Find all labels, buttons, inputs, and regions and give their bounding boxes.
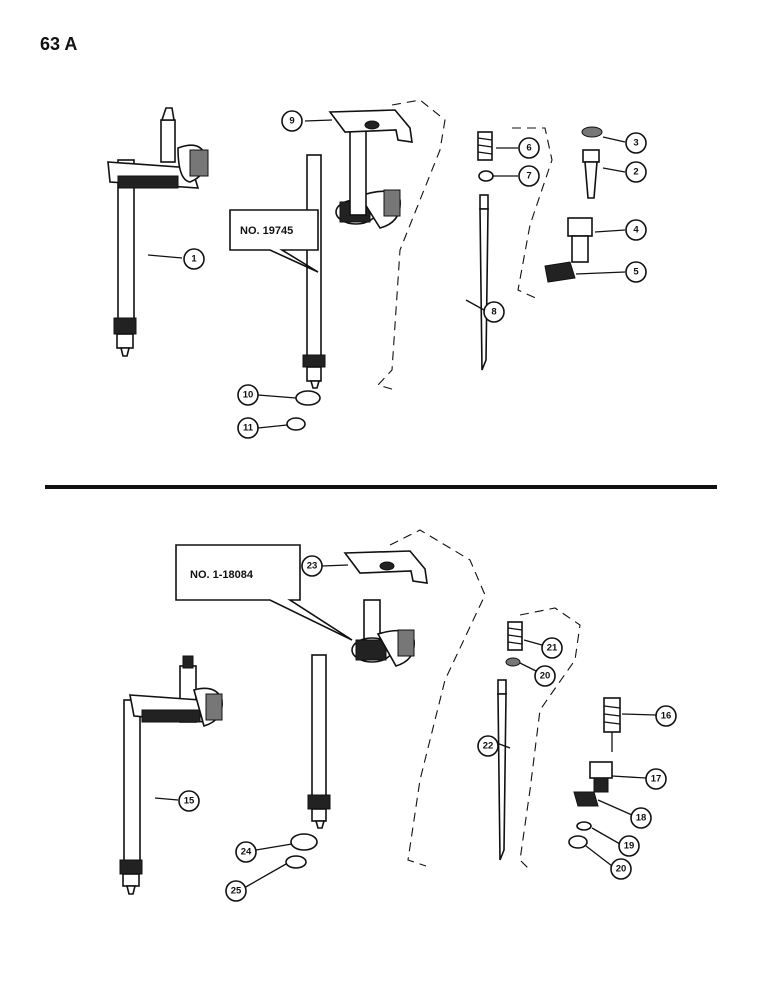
svg-text:24: 24 — [241, 847, 252, 858]
label-21: 21 — [541, 637, 563, 659]
callout-label-top: NO. 19745 — [240, 225, 293, 237]
washer-part-7 — [478, 170, 494, 182]
svg-text:22: 22 — [483, 741, 494, 752]
svg-text:15: 15 — [184, 796, 195, 807]
svg-text:21: 21 — [547, 643, 558, 654]
washer-part-20a — [505, 657, 521, 667]
label-2: 2 — [625, 161, 647, 183]
svg-text:2: 2 — [633, 167, 638, 178]
nut-part-4 — [567, 217, 593, 263]
spring-part-6 — [477, 131, 493, 161]
spring-part-21 — [507, 621, 523, 651]
svg-text:6: 6 — [526, 143, 531, 154]
label-4: 4 — [625, 219, 647, 241]
svg-text:20: 20 — [540, 671, 551, 682]
cap-part-3 — [581, 126, 603, 138]
injector-assembly-15 — [119, 655, 223, 895]
kit-outline-top — [376, 99, 446, 391]
washer-part-24 — [290, 833, 318, 851]
svg-text:9: 9 — [289, 116, 294, 127]
washer-part-19 — [576, 821, 592, 831]
label-17: 17 — [645, 768, 667, 790]
label-22: 22 — [477, 735, 499, 757]
seal-part-11 — [286, 417, 306, 431]
screw-part-2 — [582, 149, 600, 199]
svg-text:23: 23 — [307, 561, 318, 572]
svg-text:3: 3 — [633, 138, 638, 149]
svg-text:10: 10 — [243, 390, 254, 401]
callout-box-top: NO. 19745 — [229, 209, 319, 273]
injector-assembly-1 — [107, 107, 209, 357]
section-divider — [45, 485, 717, 489]
callout-label-bottom: NO. 1-18084 — [190, 569, 254, 581]
washer-part-20b — [568, 835, 588, 849]
needle-part-22 — [497, 679, 507, 861]
kit-outline-bottom — [389, 529, 486, 867]
label-15: 15 — [178, 790, 200, 812]
label-20-bottom: 20 — [610, 858, 632, 880]
svg-text:20: 20 — [616, 864, 627, 875]
label-10: 10 — [237, 384, 259, 406]
seal-part-25 — [285, 855, 307, 869]
gasket-part-5 — [544, 261, 576, 283]
label-24: 24 — [235, 841, 257, 863]
label-23: 23 — [301, 555, 323, 577]
label-20-top: 20 — [534, 665, 556, 687]
svg-text:19: 19 — [624, 841, 635, 852]
nut-part-18 — [573, 791, 599, 807]
svg-text:7: 7 — [526, 171, 531, 182]
washer-part-10 — [295, 390, 321, 406]
label-19: 19 — [618, 835, 640, 857]
label-18: 18 — [630, 807, 652, 829]
injector-assembly-19745 — [302, 129, 401, 389]
label-8: 8 — [483, 301, 505, 323]
svg-text:17: 17 — [651, 774, 662, 785]
label-9: 9 — [281, 110, 303, 132]
svg-text:8: 8 — [491, 307, 496, 318]
label-6: 6 — [518, 137, 540, 159]
label-5: 5 — [625, 261, 647, 283]
svg-text:5: 5 — [633, 267, 639, 278]
svg-text:11: 11 — [243, 423, 254, 434]
callout-box-bottom: NO. 1-18084 — [175, 544, 353, 641]
label-1: 1 — [183, 248, 205, 270]
label-11: 11 — [237, 417, 259, 439]
label-7: 7 — [518, 165, 540, 187]
needle-part-8 — [479, 194, 489, 371]
nut-part-17 — [589, 761, 613, 793]
spring-screw-part-16 — [603, 697, 621, 752]
injector-assembly-1-18084 — [307, 599, 415, 829]
label-16: 16 — [655, 705, 677, 727]
svg-text:18: 18 — [636, 813, 647, 824]
page-number: 63 A — [40, 34, 77, 54]
svg-text:4: 4 — [633, 225, 639, 236]
svg-text:1: 1 — [191, 254, 197, 265]
svg-text:25: 25 — [231, 886, 242, 897]
label-25: 25 — [225, 880, 247, 902]
svg-text:16: 16 — [661, 711, 672, 722]
label-3: 3 — [625, 132, 647, 154]
